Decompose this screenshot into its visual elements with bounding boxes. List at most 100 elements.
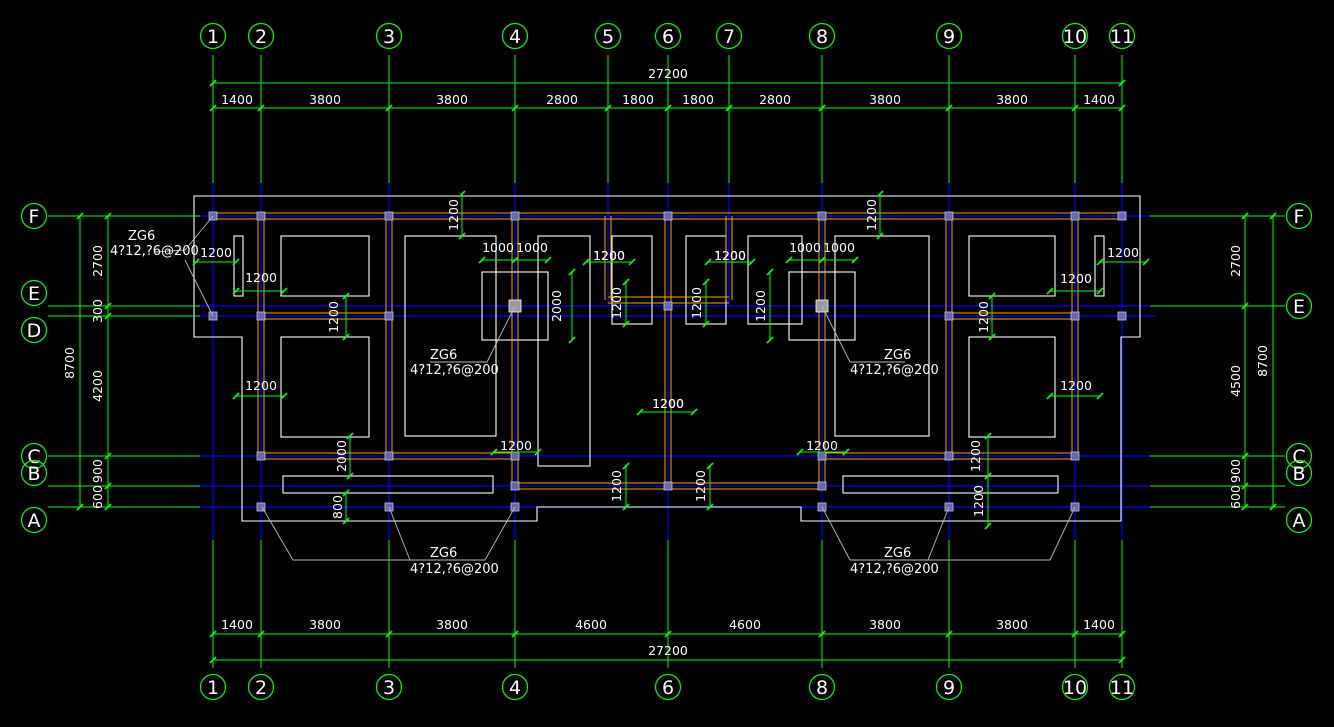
column-marker [510, 481, 520, 491]
column-label-spec: 4?12,?6@200 [850, 363, 939, 378]
axis-bubble-right: E [1293, 296, 1305, 318]
axis-bubble-right: B [1292, 463, 1305, 485]
axis-bubble-top: 1 [207, 26, 219, 48]
inner-vertical-dimension-text: 1200 [609, 287, 624, 319]
axis-bubble-bottom: 6 [662, 677, 674, 699]
axis-bubble-left: F [29, 206, 40, 228]
dimension-tick [876, 190, 884, 198]
room-outline [280, 235, 370, 297]
top-dimension-text: 2800 [546, 92, 578, 107]
axis-bubble-top-circle [247, 22, 275, 50]
column-marker [944, 311, 954, 321]
column-label-name: ZG6 [430, 348, 457, 363]
axis-bubble-top: 7 [723, 26, 735, 48]
dimension-tick [1269, 212, 1277, 220]
inner-vertical-dimension-text: 2000 [549, 290, 564, 322]
pile-cap-outline [788, 271, 856, 341]
axis-bubble-top-circle [199, 22, 227, 50]
dimension-tick [582, 258, 590, 266]
axis-bubble-bottom-circle [654, 673, 682, 701]
dimension-tick [622, 278, 630, 286]
column-marker [1117, 211, 1127, 221]
leader-line [388, 506, 411, 561]
column-marker [1070, 311, 1080, 321]
dimension-tick [544, 256, 552, 264]
inner-dimension-text: 1200 [1060, 271, 1092, 286]
dimension-tick [478, 256, 486, 264]
dimension-tick [232, 392, 240, 400]
dimension-tick [1142, 258, 1150, 266]
inner-vertical-dimension-text: 1200 [609, 470, 624, 502]
inner-vertical-dimension-text: 1200 [976, 301, 991, 333]
axis-bubble-left: A [28, 510, 41, 532]
dimension-tick [342, 489, 350, 497]
dimension-tick [346, 432, 354, 440]
room-outline [537, 235, 591, 467]
inner-vertical-dimension-text: 1200 [693, 470, 708, 502]
leader-line [154, 215, 214, 253]
axis-bubble-top: 2 [255, 26, 267, 48]
room-outline [280, 336, 370, 438]
axis-bubble-bottom-circle [247, 673, 275, 701]
axis-bubble-bottom: 9 [943, 677, 955, 699]
column-marker [817, 211, 827, 221]
column-marker [1117, 311, 1127, 321]
top-dimension-text: 1800 [622, 92, 654, 107]
inner-dimension-text: 1200 [245, 378, 277, 393]
wall-outlines [193, 195, 1141, 522]
inner-vertical-dimension-text: 2000 [334, 440, 349, 472]
axis-bubble-top: 4 [509, 26, 521, 48]
axis-grid-lines [180, 183, 1155, 540]
dimension-tick [622, 320, 630, 328]
dimension-tick [842, 448, 850, 456]
axis-bubble-left-circle [20, 459, 48, 487]
left-dimension-text: 2700 [90, 245, 105, 277]
inner-dimension-text: 1200 [593, 248, 625, 263]
axis-bubble-top: 11 [1110, 26, 1134, 48]
inner-dimension-text: 1200 [714, 248, 746, 263]
dimension-tick [622, 462, 630, 470]
leader-line [261, 506, 516, 561]
leader-line [430, 305, 516, 363]
inner-dimension-text: 1200 [1060, 378, 1092, 393]
column-marker [384, 311, 394, 321]
dimension-tick [1096, 258, 1104, 266]
bottom-dimension-text: 1400 [1083, 617, 1115, 632]
top-dimension-text: 3800 [436, 92, 468, 107]
room-outline [747, 235, 803, 325]
axis-bubble-right: A [1293, 510, 1306, 532]
column-marker [1070, 451, 1080, 461]
bottom-dimension-text: 3800 [996, 617, 1028, 632]
bottom-dimension-text: 3800 [309, 617, 341, 632]
room-outline [968, 336, 1056, 438]
column-label-spec: 4?12,?6@200 [110, 244, 199, 259]
dimension-tick [568, 336, 576, 344]
dimension-tick [232, 258, 240, 266]
axis-bubble-top-circle [375, 22, 403, 50]
inner-dimension-text: 1200 [200, 245, 232, 260]
dimension-tick [636, 408, 644, 416]
axis-bubble-top: 3 [383, 26, 395, 48]
dimension-tick [342, 333, 350, 341]
dimension-tick [766, 268, 774, 276]
bottom-dimension-text: 4600 [729, 617, 761, 632]
left-dimension-text: 4200 [90, 370, 105, 402]
inner-vertical-dimension-text: 1200 [968, 440, 983, 472]
dimension-tick [490, 448, 498, 456]
column-marker [817, 451, 827, 461]
column-marker [256, 211, 266, 221]
axis-bubble-bottom-circle [199, 673, 227, 701]
axis-bubble-bottom-circle [1061, 673, 1089, 701]
split-dimension-text: 1000 [823, 240, 855, 255]
dimension-tick [458, 232, 466, 240]
top-dimension-text: 1400 [221, 92, 253, 107]
inner-vertical-dimension-text: 1200 [753, 290, 768, 322]
dimension-tick [796, 448, 804, 456]
axis-bubble-top-circle [594, 22, 622, 50]
dimension-tick [876, 232, 884, 240]
top-dimension-text: 1800 [682, 92, 714, 107]
axis-bubble-bottom: 3 [383, 677, 395, 699]
